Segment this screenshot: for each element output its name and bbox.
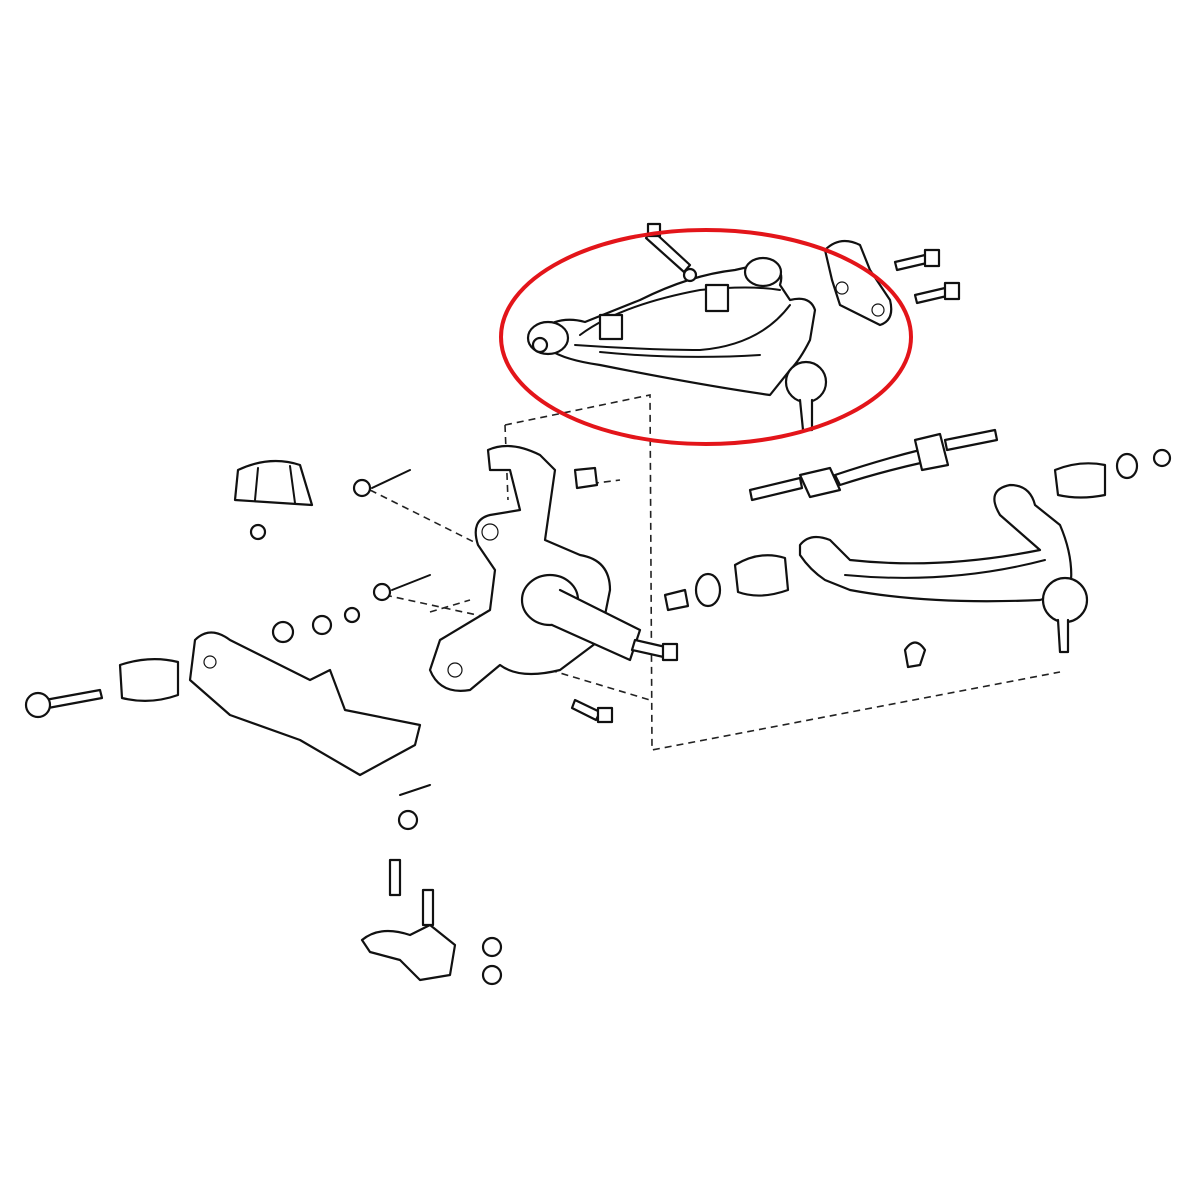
highlight-circle bbox=[499, 228, 913, 446]
lower-control-arm[interactable] bbox=[663, 448, 1172, 669]
steering-knuckle[interactable] bbox=[428, 444, 679, 724]
crossmember-bracket[interactable] bbox=[24, 606, 422, 777]
lower-ball-joint[interactable] bbox=[360, 784, 503, 986]
upper-arm-bracket[interactable] bbox=[823, 239, 961, 327]
upper-control-arm[interactable] bbox=[526, 222, 828, 432]
tie-rod[interactable] bbox=[748, 428, 999, 502]
bump-stop[interactable] bbox=[233, 459, 431, 602]
